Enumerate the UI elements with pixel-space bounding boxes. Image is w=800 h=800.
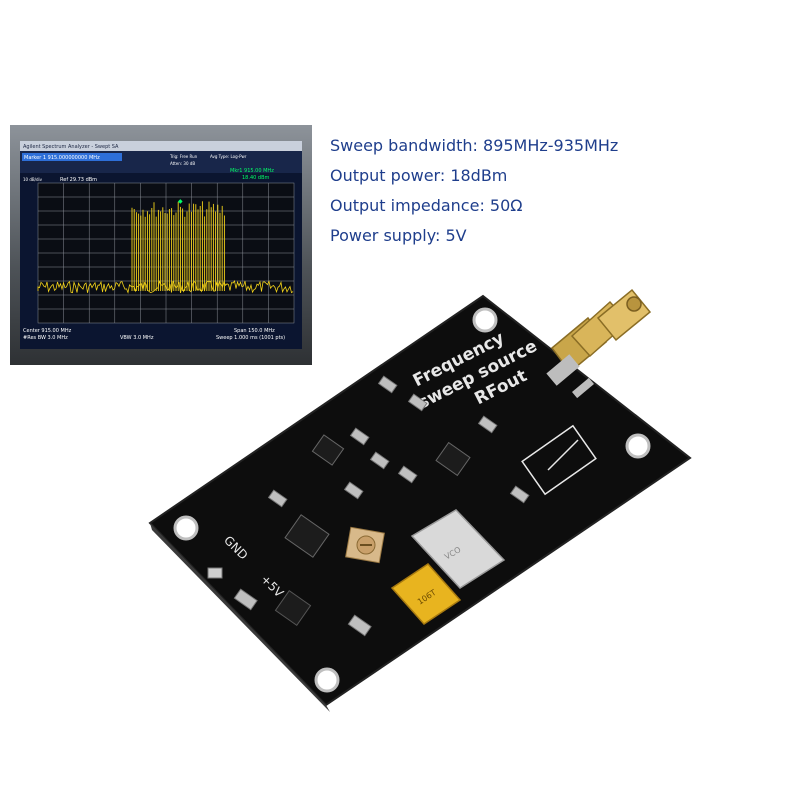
video-bandwidth: VBW 3.0 MHz xyxy=(120,335,154,341)
sma-connector xyxy=(546,288,652,399)
spec-sweep-bandwidth: Sweep bandwidth: 895MHz-935MHz xyxy=(330,136,619,155)
resolution-bandwidth: #Res BW 3.0 MHz xyxy=(23,335,68,341)
amplifier-silkscreen xyxy=(521,424,597,496)
sweep-time: Sweep 1.000 ms (1001 pts) xyxy=(216,335,285,341)
plot-grid xyxy=(37,182,295,324)
spec-output-power: Output power: 18dBm xyxy=(330,166,508,185)
marker-label: Mkr1 915.00 MHz xyxy=(230,168,274,174)
ref-level: Ref 29.73 dBm xyxy=(60,177,97,183)
window-title: Agilent Spectrum Analyzer - Swept SA xyxy=(23,144,119,150)
title-bar xyxy=(20,141,302,151)
atten-setting: Atten: 30 dB xyxy=(170,161,195,166)
spectrum-trace xyxy=(37,201,294,294)
spectrum-analyzer-photo: Agilent Spectrum Analyzer - Swept SA Mar… xyxy=(10,125,312,365)
vco-module: VCO xyxy=(410,509,506,589)
trig-setting: Trig: Free Run xyxy=(169,154,198,159)
center-frequency: Center 915.00 MHz xyxy=(23,328,72,334)
marker-readout-box xyxy=(22,153,122,161)
mounting-holes xyxy=(173,307,651,693)
analyzer-screen: Agilent Spectrum Analyzer - Swept SA Mar… xyxy=(20,141,302,349)
ic-chips xyxy=(274,434,471,626)
board-edge xyxy=(150,523,330,712)
spec-list: Sweep bandwidth: 895MHz-935MHz Output po… xyxy=(330,136,618,256)
tantalum-capacitor: 106T xyxy=(390,563,462,625)
spec-power-supply: Power supply: 5V xyxy=(330,226,467,245)
avg-type: Avg Type: Log-Pwr xyxy=(210,154,247,159)
analyzer-display: Agilent Spectrum Analyzer - Swept SA Mar… xyxy=(20,141,302,341)
frequency-span: Span 150.0 MHz xyxy=(234,328,275,334)
pcb-board xyxy=(148,294,692,707)
trim-potentiometer xyxy=(345,526,385,564)
marker-diamond: ◆ xyxy=(178,198,183,205)
marker-level: 18.40 dBm xyxy=(242,175,270,181)
spec-output-impedance: Output impedance: 50Ω xyxy=(330,196,523,215)
scale-label: 10 dB/div xyxy=(23,177,43,182)
marker-readout: Marker 1 915.000000000 MHz xyxy=(24,155,100,161)
smd-passives xyxy=(207,375,530,637)
